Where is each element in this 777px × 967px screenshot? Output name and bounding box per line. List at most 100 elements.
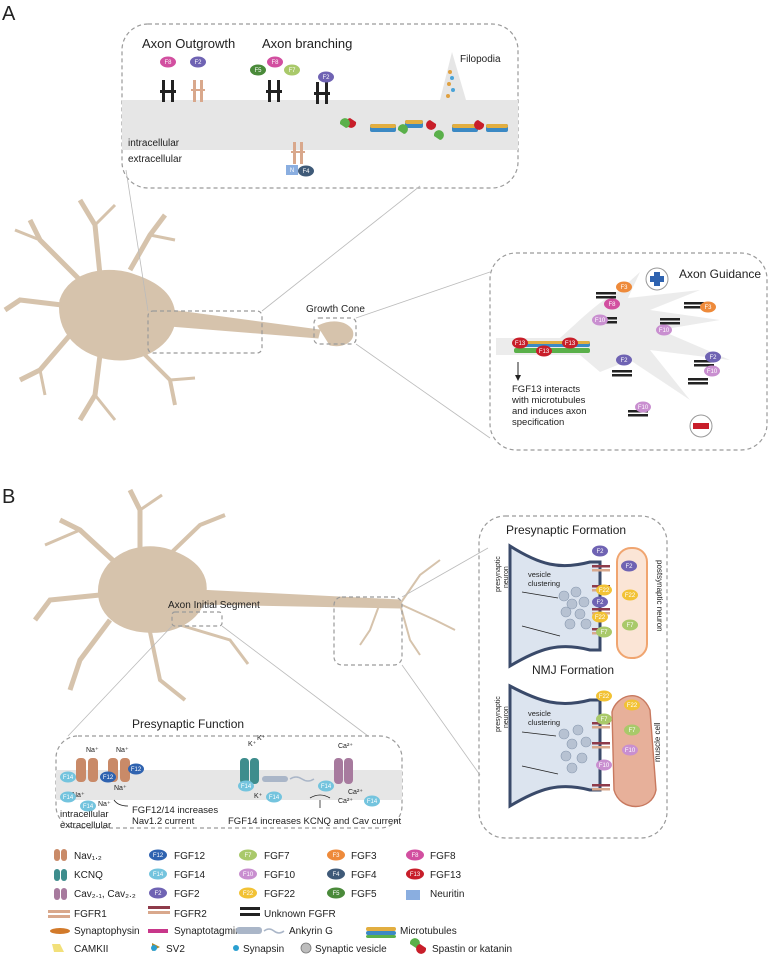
legend-synaptotagmin: Synaptotagmin [174,926,241,937]
fgf-pill-label: F14 [83,804,94,810]
fgf-pill-label: F10 [599,763,610,769]
presynaptic-terminal [508,543,602,669]
fgfr1-legend-icon [48,910,70,913]
neuron-b-illustration [33,488,456,702]
fgfr1-legend-icon [48,915,70,918]
fgf-pill-f14: F14 [266,791,282,803]
legend-fgf3: FGF3 [351,851,377,862]
fgf-pill-label: F7 [600,630,608,636]
fgf-pill-label: F8 [271,60,279,66]
fgfr2-legend-icon [148,911,170,914]
ankyrin-g-legend-icon [236,927,262,934]
growth-cone-shape [496,272,730,400]
fgf-pill-f22: F22 [239,887,257,899]
neuron-a-illustration [3,198,354,422]
nmj-presynaptic-label-2: neuron [503,706,510,728]
membrane-band [122,100,518,150]
fgf-pill-f14: F14 [60,791,76,803]
fgf-pill-f3: F3 [616,281,632,293]
legend-fgf7: FGF7 [264,851,290,862]
fgf-pill-f2: F2 [621,560,637,572]
fgf-pill-label: F10 [625,748,636,754]
fgf12-14-note-2: Nav1.2 current [132,816,195,827]
zoom-line [221,625,369,737]
ca-ion-label: Ca²⁺ [348,789,363,796]
repulsion-minus-icon [689,414,713,438]
legend-fgf14: FGF14 [174,870,206,881]
fgf-pill-f2: F2 [592,596,608,608]
fgf-pill-label: F3 [704,305,712,311]
legend-unknown-fgfr: Unknown FGFR [264,909,336,920]
fgf-pill-label: F7 [628,728,636,734]
fgf-pill-label: F7 [244,853,252,859]
fgf-pill-f7: F7 [596,713,612,725]
cav-legend-icon [61,888,67,900]
fgf-pill-f12: F12 [149,849,167,861]
fgf-pill-label: F14 [321,784,332,790]
legend-kcnq: KCNQ [74,870,103,881]
fgf-pill-label: F2 [194,60,202,66]
axon-zoom-box [121,23,519,189]
fgf-pill-label: F2 [596,600,604,606]
fgf-pill-f12: F12 [100,771,116,783]
axon-initial-segment-label: Axon Initial Segment [168,600,260,611]
fgf-pill-label: N [290,168,294,174]
arrow [521,765,559,775]
vesicle-clustering-label-2: clustering [528,579,560,588]
na-ion-label: Na⁺ [116,747,129,754]
fgf-pill-f10: F10 [622,744,638,756]
fgf-pill-label: F3 [332,853,340,859]
synaptic-vesicles [558,586,592,630]
fgf-pill-label: F2 [154,891,162,897]
legend-fgfr1: FGFR1 [74,909,107,920]
fgf-pill-f10: F10 [704,365,720,377]
fgf-pill-label: F14 [153,872,164,878]
fgf-pill-f4: F4 [298,165,314,177]
attraction-plus-icon [645,267,669,291]
postsynaptic-neuron [616,547,648,659]
fgf-pill-f2: F2 [705,351,721,363]
fgf-pill-f8: F8 [604,298,620,310]
fgf-pill-label: F7 [600,717,608,723]
axon-guidance-title: Axon Guidance [679,267,761,281]
extracellular-label: extracellular [128,154,183,165]
axon-branching-title: Axon branching [262,36,352,51]
fgf-pill-f8: F8 [160,56,176,68]
legend-fgf5: FGF5 [351,889,377,900]
fgf-pill-f2: F2 [592,545,608,557]
fgf-pill-label: F2 [596,549,604,555]
fgf-pill-label: F3 [620,285,628,291]
legend-ankyrin-g: Ankyrin G [289,926,333,937]
fgf-pill-f7: F7 [622,619,638,631]
fgf-pill-f22: F22 [622,589,638,601]
fgf-pill-label: F14 [63,795,74,801]
nmj-vesicle-label-1: vesicle [528,709,551,718]
fgf-pill-label: F10 [638,405,649,411]
fgf-pill-f10: F10 [592,314,608,326]
fgf-pill-f4: F4 [327,868,345,880]
presynaptic-neuron-label-1: presynaptic [495,556,502,592]
panel-a-letter: A [2,3,16,25]
fgf-pill-f7: F7 [239,849,257,861]
fgf-pill-f5: F5 [250,64,266,76]
ankyrin-g-legend-icon [263,928,285,934]
fgf-pill-f10: F10 [635,401,651,413]
fgf-pill-f14: F14 [60,771,76,783]
axon-outgrowth-title: Axon Outgrowth [142,36,235,51]
fgf14-note: FGF14 increases KCNQ and Cav current [228,816,402,827]
nav-legend-icon [54,849,60,861]
arrow [521,625,561,637]
fgf-pill-label: F4 [332,872,340,878]
fgf-pill-f14: F14 [80,800,96,812]
ca-ion-label: Ca²⁺ [338,743,353,750]
k-ion-label: K⁺ [257,735,266,742]
fgf12-14-note-1: FGF12/14 increases [132,805,218,816]
na-ion-label: Na⁺ [114,785,127,792]
spastin-katanin-markers [339,118,485,140]
zoom-line [125,169,149,312]
fgf-pill-f8: F8 [267,56,283,68]
legend-synaptic-vesicle: Synaptic vesicle [315,944,387,955]
extracellular-label-b: extracellular [60,820,111,831]
kcnq-legend-icon [54,869,60,881]
fgf-pill-f3: F3 [700,301,716,313]
